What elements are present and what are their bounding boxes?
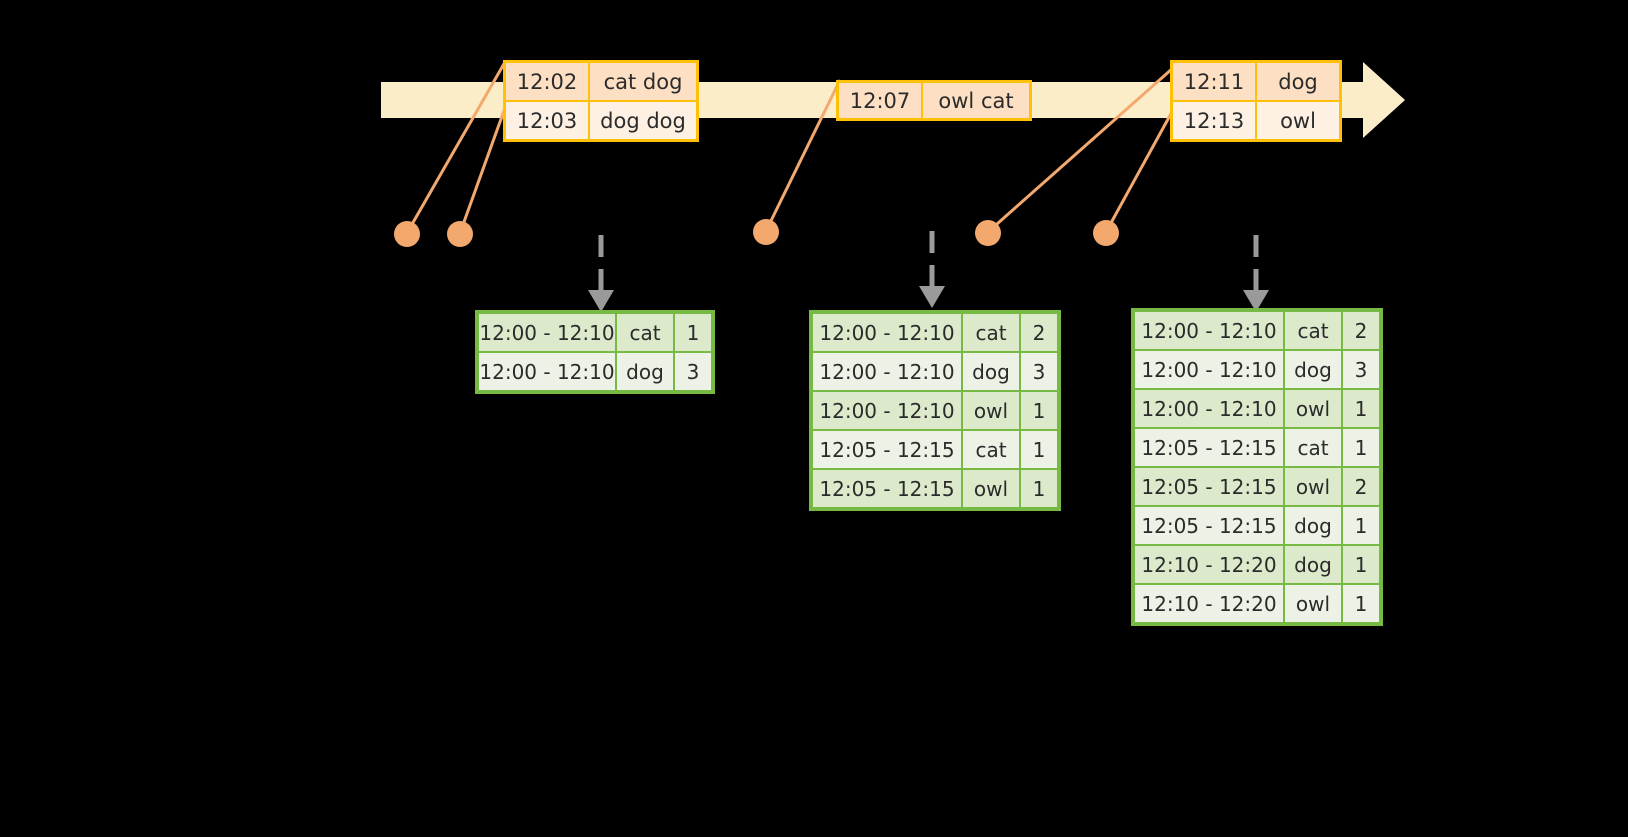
cell-count: 1: [1343, 507, 1379, 544]
cell-word: cat: [963, 431, 1019, 468]
cell-word: owl: [1285, 585, 1341, 622]
cell-word: dog: [617, 353, 673, 390]
event-row[interactable]: 12:07 owl cat: [839, 83, 1029, 118]
connector-dot-4: [975, 220, 1001, 246]
event-group-3[interactable]: 12:11 dog 12:13 owl: [1170, 60, 1342, 142]
cell-window: 12:00 - 12:10: [813, 314, 961, 351]
connector-dot-3: [753, 219, 779, 245]
cell-count: 2: [1343, 312, 1379, 349]
cell-count: 1: [1343, 429, 1379, 466]
event-value: dog: [1257, 63, 1339, 100]
cell-count: 2: [1343, 468, 1379, 505]
cell-count: 1: [675, 314, 711, 351]
event-value: dog dog: [590, 102, 696, 139]
cell-word: dog: [963, 353, 1019, 390]
event-row[interactable]: 12:13 owl: [1173, 100, 1339, 139]
connector-dots: [394, 219, 1119, 247]
cell-window: 12:05 - 12:15: [813, 470, 961, 507]
event-time: 12:03: [506, 102, 590, 139]
cell-count: 1: [1343, 546, 1379, 583]
event-time: 12:13: [1173, 102, 1257, 139]
dashed-arrows: [598, 231, 1259, 292]
cell-word: cat: [617, 314, 673, 351]
event-value: cat dog: [590, 63, 696, 100]
connector-dot-5: [1093, 220, 1119, 246]
cell-window: 12:05 - 12:15: [1135, 429, 1283, 466]
cell-count: 1: [1021, 392, 1057, 429]
cell-window: 12:05 - 12:15: [1135, 468, 1283, 505]
event-time: 12:07: [839, 83, 923, 118]
event-group-1[interactable]: 12:02 cat dog 12:03 dog dog: [503, 60, 699, 142]
event-time: 12:02: [506, 63, 590, 100]
cell-count: 2: [1021, 314, 1057, 351]
cell-word: owl: [963, 470, 1019, 507]
cell-count: 1: [1021, 431, 1057, 468]
cell-word: owl: [1285, 468, 1341, 505]
event-value: owl cat: [923, 83, 1029, 118]
cell-window: 12:05 - 12:15: [1135, 507, 1283, 544]
cell-word: dog: [1285, 351, 1341, 388]
cell-word: cat: [963, 314, 1019, 351]
cell-word: dog: [1285, 507, 1341, 544]
cell-word: cat: [1285, 312, 1341, 349]
event-value: owl: [1257, 102, 1339, 139]
connector-dot-1: [394, 221, 420, 247]
cell-window: 12:00 - 12:10: [479, 353, 615, 390]
connector-dot-2: [447, 221, 473, 247]
cell-window: 12:05 - 12:15: [813, 431, 961, 468]
cell-window: 12:10 - 12:20: [1135, 585, 1283, 622]
event-time: 12:11: [1173, 63, 1257, 100]
cell-window: 12:00 - 12:10: [813, 353, 961, 390]
cell-count: 1: [1021, 470, 1057, 507]
cell-window: 12:00 - 12:10: [813, 392, 961, 429]
cell-word: owl: [1285, 390, 1341, 427]
cell-word: cat: [1285, 429, 1341, 466]
cell-count: 3: [675, 353, 711, 390]
cell-count: 1: [1343, 390, 1379, 427]
event-row[interactable]: 12:02 cat dog: [506, 63, 696, 100]
cell-count: 3: [1343, 351, 1379, 388]
cell-window: 12:00 - 12:10: [1135, 351, 1283, 388]
cell-word: owl: [963, 392, 1019, 429]
cell-window: 12:00 - 12:10: [1135, 390, 1283, 427]
event-row[interactable]: 12:11 dog: [1173, 63, 1339, 100]
cell-word: dog: [1285, 546, 1341, 583]
cell-count: 3: [1021, 353, 1057, 390]
cell-window: 12:00 - 12:10: [1135, 312, 1283, 349]
event-row[interactable]: 12:03 dog dog: [506, 100, 696, 139]
cell-window: 12:10 - 12:20: [1135, 546, 1283, 583]
cell-count: 1: [1343, 585, 1379, 622]
event-group-2[interactable]: 12:07 owl cat: [836, 80, 1032, 121]
cell-window: 12:00 - 12:10: [479, 314, 615, 351]
